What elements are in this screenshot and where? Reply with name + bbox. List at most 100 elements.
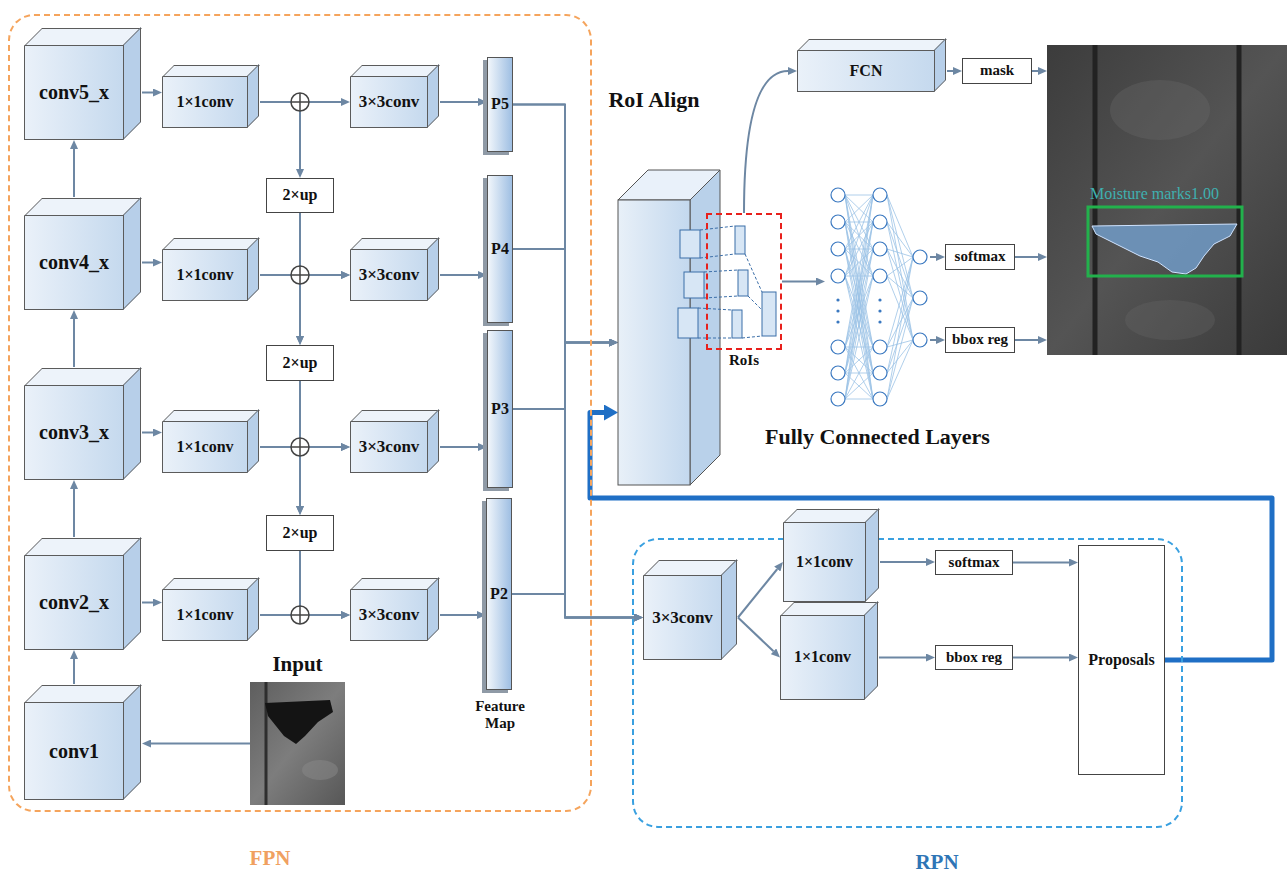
box-label: conv3_x bbox=[39, 421, 109, 444]
neuron bbox=[873, 215, 887, 229]
conv-block: conv4_x bbox=[24, 215, 124, 310]
box-label: 2×up bbox=[283, 354, 318, 372]
conv-block: conv5_x bbox=[24, 45, 124, 140]
photo-seam bbox=[265, 682, 268, 805]
connector-arrow bbox=[260, 447, 300, 506]
roi-feature bbox=[762, 292, 776, 336]
sum-cross bbox=[291, 606, 309, 624]
connector-arrow bbox=[151, 743, 250, 745]
connector-arrow bbox=[947, 70, 953, 72]
box-label: Input bbox=[272, 652, 322, 676]
box-label: P3 bbox=[491, 400, 509, 418]
neurons bbox=[831, 188, 927, 406]
connector-arrow bbox=[782, 281, 816, 283]
conv-block: 1×1conv bbox=[162, 249, 248, 301]
neuron bbox=[913, 250, 927, 264]
conv-block: 1×1conv bbox=[780, 615, 865, 700]
conv-block: 1×1conv bbox=[162, 589, 248, 641]
roi-features bbox=[678, 226, 776, 338]
photo-texture bbox=[1110, 80, 1210, 140]
connector-arrow bbox=[738, 569, 777, 618]
neuron bbox=[831, 242, 845, 256]
box-label: 1×1conv bbox=[176, 438, 233, 456]
connector-arrow bbox=[1013, 657, 1069, 659]
result-image: Moisture marks1.00 bbox=[1047, 45, 1287, 355]
connector-arrow bbox=[512, 343, 609, 595]
neuron bbox=[873, 366, 887, 380]
box-label: P4 bbox=[491, 240, 509, 258]
box-label: 1×1conv bbox=[176, 606, 233, 624]
box-label: 3×3conv bbox=[652, 608, 713, 628]
box-label: FCN bbox=[850, 62, 883, 80]
conv-block: 3×3conv bbox=[350, 421, 428, 473]
upsample-box: 2×up bbox=[266, 178, 334, 213]
connector-arrow bbox=[142, 92, 153, 94]
sum-circle bbox=[291, 93, 309, 111]
connector-arrow bbox=[513, 343, 609, 410]
upsample-box: 2×up bbox=[266, 515, 334, 551]
output-box: softmax bbox=[945, 244, 1015, 270]
neuron bbox=[831, 366, 845, 380]
connector-arrow bbox=[512, 594, 634, 618]
connector-arrow bbox=[1032, 70, 1038, 72]
sum-circle bbox=[291, 438, 309, 456]
box-label: conv1 bbox=[49, 740, 99, 763]
connector-arrow bbox=[142, 262, 153, 264]
roi-feature bbox=[678, 308, 698, 338]
sum-circle bbox=[291, 606, 309, 624]
proposals-box: Proposals bbox=[1078, 545, 1165, 775]
detection-box bbox=[1088, 207, 1242, 276]
connector-arrow bbox=[880, 561, 926, 563]
connector-arrow bbox=[1013, 562, 1069, 564]
neuron bbox=[831, 215, 845, 229]
conv-block: conv3_x bbox=[24, 385, 124, 480]
connector-arrow bbox=[744, 71, 788, 213]
output-box: softmax bbox=[935, 550, 1013, 575]
neuron bbox=[873, 269, 887, 283]
neuron bbox=[831, 188, 845, 202]
connector-arrow bbox=[440, 274, 478, 276]
connector-arrow bbox=[73, 149, 75, 197]
dot bbox=[836, 320, 839, 323]
input-photo bbox=[250, 682, 345, 805]
roi-align-block: RoI Align bbox=[618, 200, 690, 485]
fc-network: Fully Connected Layers bbox=[825, 185, 930, 410]
feature-map-panel: P4 bbox=[487, 175, 513, 323]
box-label: RoIs bbox=[729, 352, 759, 369]
connector-arrow bbox=[260, 102, 300, 169]
conv-block: 3×3conv bbox=[350, 76, 428, 128]
net-links bbox=[845, 195, 913, 399]
conv-block: 1×1conv bbox=[162, 76, 248, 128]
connector-arrow bbox=[300, 551, 341, 615]
box-label: 3×3conv bbox=[359, 92, 420, 112]
feature-map-panel: P2 bbox=[486, 498, 512, 690]
roi-feature bbox=[738, 270, 748, 296]
connector-arrow bbox=[300, 381, 341, 447]
box-label: bbox reg bbox=[946, 649, 1002, 666]
output-box: bbox reg bbox=[945, 327, 1015, 353]
sum-cross bbox=[291, 438, 309, 456]
mask-region bbox=[1092, 224, 1237, 274]
roi-feature bbox=[735, 226, 745, 254]
box-label: RPN bbox=[915, 850, 958, 874]
output-box: mask bbox=[962, 58, 1032, 84]
box-label: FPN bbox=[250, 846, 291, 870]
box-label: 1×1conv bbox=[794, 648, 851, 666]
box-label: softmax bbox=[955, 248, 1006, 265]
connector-arrow bbox=[513, 249, 634, 618]
box-label: softmax bbox=[949, 554, 1000, 571]
connector-arrow bbox=[142, 432, 153, 434]
feature-map-panel: P5 bbox=[487, 57, 513, 152]
roi-feature bbox=[732, 310, 742, 338]
dot bbox=[878, 298, 881, 301]
connector-arrow bbox=[260, 275, 300, 336]
box-label: Proposals bbox=[1088, 651, 1154, 669]
conv-block: 1×1conv bbox=[783, 522, 866, 602]
conv-block: 3×3conv bbox=[643, 575, 722, 660]
connector-arrow bbox=[440, 101, 478, 103]
dot bbox=[836, 298, 839, 301]
box-label: P5 bbox=[491, 95, 509, 113]
conv-block: conv2_x bbox=[24, 555, 124, 650]
connector-arrow bbox=[738, 618, 774, 652]
